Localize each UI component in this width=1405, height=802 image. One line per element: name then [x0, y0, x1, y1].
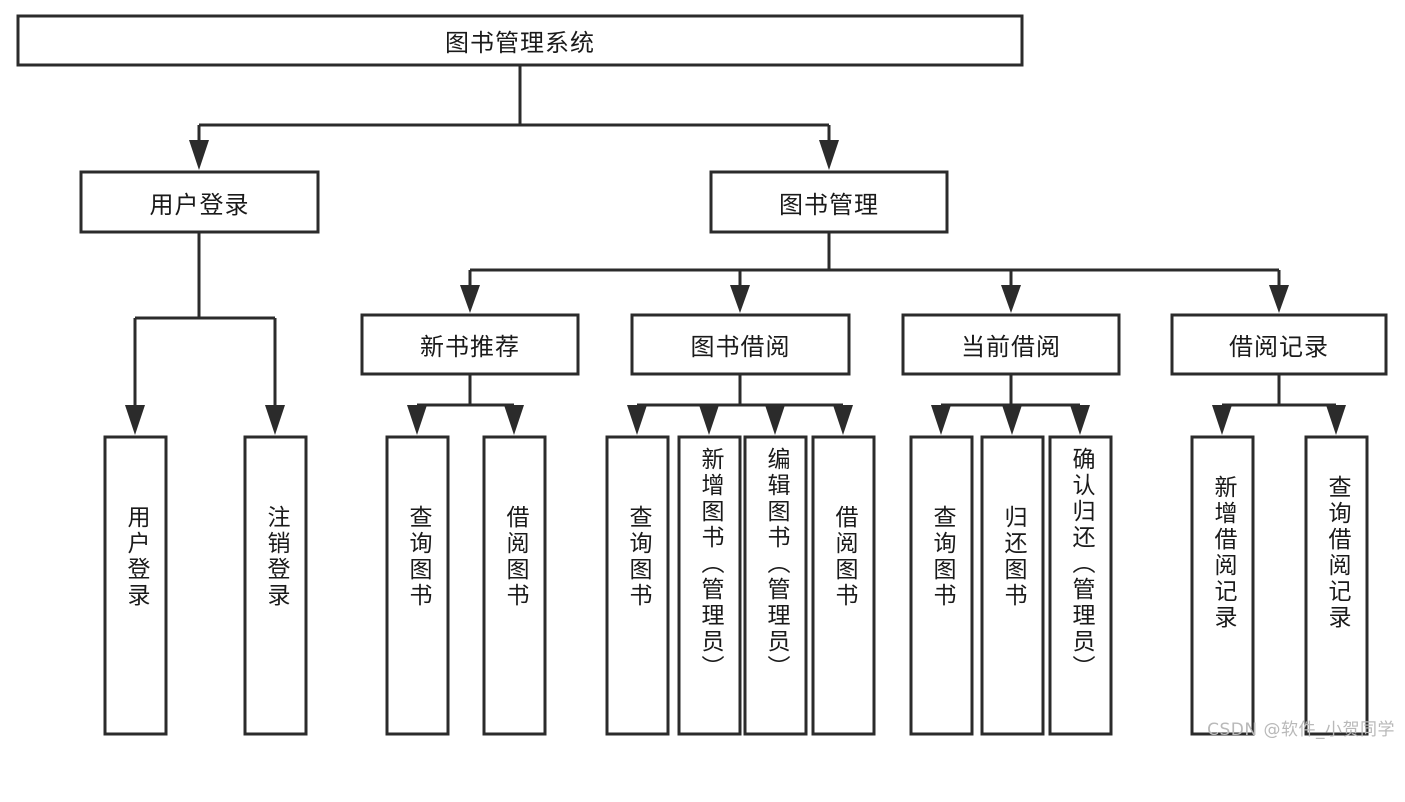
node-leaf-return-book-box[interactable] [980, 435, 1045, 736]
node-leaf-user-login-box[interactable] [103, 435, 168, 736]
arrow-head-leaf-add-borrow-record [1212, 405, 1232, 435]
arrow-head-leaf-edit-book-admin [765, 405, 785, 435]
node-leaf-add-borrow-record-box[interactable] [1190, 435, 1255, 736]
arrow-head-leaf-add-book-admin [699, 405, 719, 435]
arrow-head-leaf-user-login [125, 405, 145, 435]
node-leaf-add-book-admin-box[interactable] [677, 435, 742, 736]
arrow-head-user-login [189, 140, 209, 170]
arrow-head-borrow-record [1269, 285, 1289, 313]
arrow-head-leaf-borrow-book-2 [833, 405, 853, 435]
arrow-head-current-borrow [1001, 285, 1021, 313]
node-borrow-record-box[interactable] [1170, 313, 1388, 376]
arrow-head-leaf-query-book-2 [627, 405, 647, 435]
node-leaf-query-book-2-box[interactable] [605, 435, 670, 736]
arrow-head-leaf-confirm-return-admin [1070, 405, 1090, 435]
arrow-head-leaf-borrow-book-1 [504, 405, 524, 435]
node-book-manage-box[interactable] [709, 170, 949, 234]
node-leaf-query-book-3-box[interactable] [909, 435, 974, 736]
arrow-head-leaf-query-book-3 [931, 405, 951, 435]
node-leaf-edit-book-admin-box[interactable] [743, 435, 808, 736]
arrow-head-leaf-logout-login [265, 405, 285, 435]
arrow-head-book-borrow [730, 285, 750, 313]
node-leaf-logout-login-box[interactable] [243, 435, 308, 736]
arrow-head-leaf-query-borrow-record [1326, 405, 1346, 435]
node-book-borrow-box[interactable] [630, 313, 851, 376]
node-current-borrow-box[interactable] [901, 313, 1121, 376]
node-leaf-query-book-1-box[interactable] [385, 435, 450, 736]
arrow-head-new-book-recommend [460, 285, 480, 313]
node-root-box[interactable] [16, 14, 1024, 67]
node-new-book-recommend-box[interactable] [360, 313, 580, 376]
node-leaf-borrow-book-2-box[interactable] [811, 435, 876, 736]
diagram-canvas [16, 14, 1388, 736]
node-user-login-box[interactable] [79, 170, 320, 234]
node-leaf-query-borrow-record-box[interactable] [1304, 435, 1369, 736]
node-leaf-confirm-return-admin-box[interactable] [1048, 435, 1113, 736]
node-leaf-borrow-book-1-box[interactable] [482, 435, 547, 736]
arrow-head-leaf-return-book [1002, 405, 1022, 435]
arrow-head-book-manage [819, 140, 839, 170]
arrow-head-leaf-query-book-1 [407, 405, 427, 435]
org-chart-diagram: 图书管理系统 用户登录 图书管理 新书推荐 图书借阅 当前借阅 借阅记录 用户登… [16, 14, 1395, 740]
